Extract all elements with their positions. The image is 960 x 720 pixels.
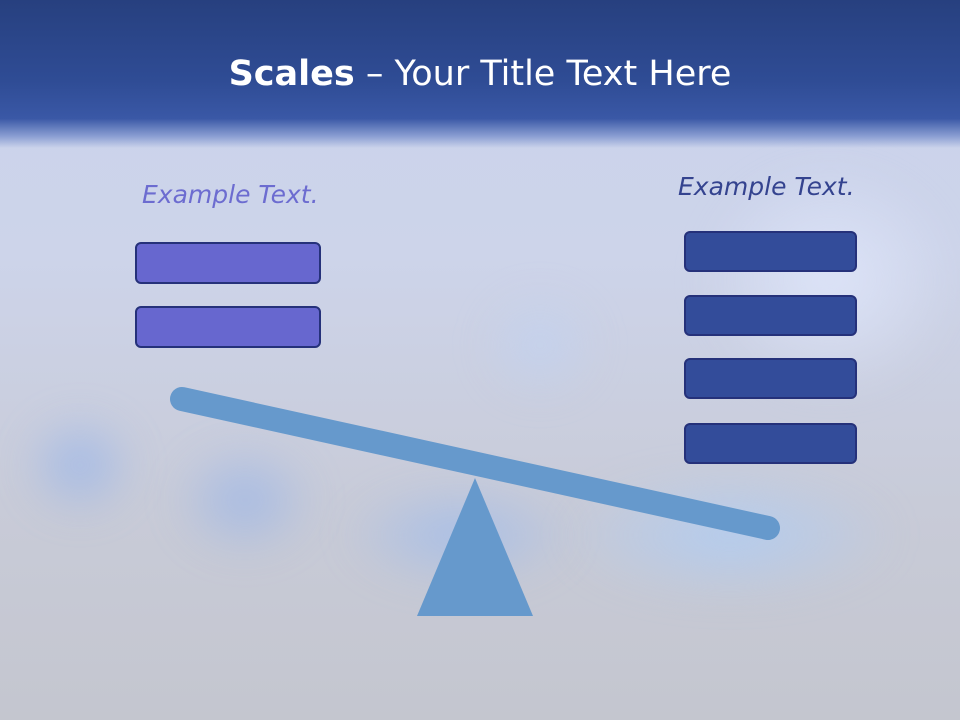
background-glow	[20, 410, 140, 520]
title-bold: Scales	[228, 54, 355, 94]
right-example-text[interactable]: Example Text.	[678, 172, 855, 201]
slide-title: Scales – Your Title Text Here	[0, 52, 960, 96]
right-box[interactable]	[684, 358, 857, 399]
left-box[interactable]	[135, 242, 321, 284]
right-box[interactable]	[684, 295, 857, 336]
left-example-text[interactable]: Example Text.	[142, 180, 319, 209]
right-box[interactable]	[684, 231, 857, 272]
left-box[interactable]	[135, 306, 321, 348]
background-glow	[480, 290, 600, 400]
title-rest: – Your Title Text Here	[354, 54, 732, 94]
scale-beam[interactable]	[170, 387, 780, 540]
scale-fulcrum[interactable]	[417, 478, 533, 616]
title-band	[0, 0, 960, 148]
background-glow	[170, 440, 320, 560]
right-box[interactable]	[684, 423, 857, 464]
